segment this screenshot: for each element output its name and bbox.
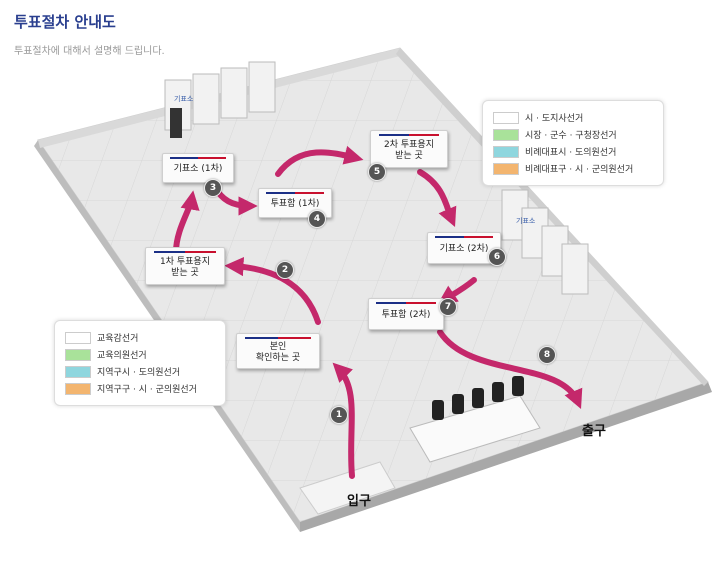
legend-item: 비례대표시 · 도의원선거 xyxy=(493,143,653,160)
booth-sign: 기표소 xyxy=(516,217,536,225)
exit-label: 출구 xyxy=(582,424,606,439)
legend-item: 교육감선거 xyxy=(65,329,215,346)
legend-label: 비례대표구 · 시 · 군의원선거 xyxy=(525,165,634,175)
arrow-step-6 xyxy=(417,169,457,228)
station-label: 기표소 (2차) xyxy=(439,244,489,255)
legend-swatch xyxy=(493,111,519,124)
arrow-step-5 xyxy=(275,145,364,177)
legend-swatch xyxy=(65,382,91,395)
legend-item: 지역구시 · 도의원선거 xyxy=(65,363,215,380)
legend-swatch xyxy=(65,331,91,344)
legend-label: 시장 · 군수 · 구청장선거 xyxy=(525,131,617,141)
station-booth-first: 기표소 (1차) xyxy=(162,153,234,183)
step-badge: 5 xyxy=(368,163,386,181)
arrow-step-2 xyxy=(224,257,321,325)
station-second-ballot: 2차 투표용지 받는 곳 xyxy=(370,130,448,168)
legend-label: 교육감선거 xyxy=(97,334,139,344)
legend-swatch xyxy=(493,145,519,158)
legend-first-ballot: 교육감선거 교육의원선거 지역구시 · 도의원선거 지역구구 · 시 · 군의원… xyxy=(54,320,226,406)
step-badge: 1 xyxy=(330,406,348,424)
arrow-step-1 xyxy=(332,362,355,479)
station-box-second: 투표함 (2차) xyxy=(368,298,444,330)
station-box-first: 투표함 (1차) xyxy=(258,188,332,218)
station-label: 본인 확인하는 곳 xyxy=(255,341,301,363)
entrance-label: 입구 xyxy=(347,494,371,509)
station-identity-check: 본인 확인하는 곳 xyxy=(236,333,320,369)
station-first-ballot: 1차 투표용지 받는 곳 xyxy=(145,247,225,285)
step-badge: 7 xyxy=(439,298,457,316)
station-label: 투표함 (1차) xyxy=(270,199,320,210)
voting-booths-first xyxy=(164,61,276,138)
legend-item: 지역구구 · 시 · 군의원선거 xyxy=(65,380,215,397)
legend-second-ballot: 시 · 도지사선거 시장 · 군수 · 구청장선거 비례대표시 · 도의원선거 … xyxy=(482,100,664,186)
legend-swatch xyxy=(493,162,519,175)
legend-swatch xyxy=(493,128,519,141)
station-label: 1차 투표용지 받는 곳 xyxy=(160,256,210,278)
legend-item: 교육의원선거 xyxy=(65,346,215,363)
legend-label: 지역구구 · 시 · 군의원선거 xyxy=(97,385,197,395)
station-label: 2차 투표용지 받는 곳 xyxy=(384,139,434,161)
wall-back-right xyxy=(396,48,708,386)
station-label: 투표함 (2차) xyxy=(381,310,431,321)
arrow-step-3 xyxy=(173,190,200,255)
staff-table xyxy=(409,376,541,463)
page-subtitle: 투표절차에 대해서 설명해 드립니다. xyxy=(14,46,165,57)
step-badge: 6 xyxy=(488,248,506,266)
legend-item: 시 · 도지사선거 xyxy=(493,109,653,126)
legend-label: 지역구시 · 도의원선거 xyxy=(97,368,181,378)
legend-label: 시 · 도지사선거 xyxy=(525,114,584,124)
booth-sign: 기표소 xyxy=(174,95,194,103)
legend-swatch xyxy=(65,348,91,361)
step-badge: 2 xyxy=(276,261,294,279)
voting-booths-second xyxy=(501,189,589,295)
step-badge: 4 xyxy=(308,210,326,228)
step-badge: 3 xyxy=(204,179,222,197)
page-title: 투표절차 안내도 xyxy=(14,13,116,31)
station-label: 기표소 (1차) xyxy=(173,164,223,175)
legend-label: 비례대표시 · 도의원선거 xyxy=(525,148,617,158)
step-badge: 8 xyxy=(538,346,556,364)
wall-right xyxy=(300,382,712,532)
legend-item: 비례대표구 · 시 · 군의원선거 xyxy=(493,160,653,177)
legend-swatch xyxy=(65,365,91,378)
legend-label: 교육의원선거 xyxy=(97,351,147,361)
arrow-step-8 xyxy=(437,329,583,410)
legend-item: 시장 · 군수 · 구청장선거 xyxy=(493,126,653,143)
